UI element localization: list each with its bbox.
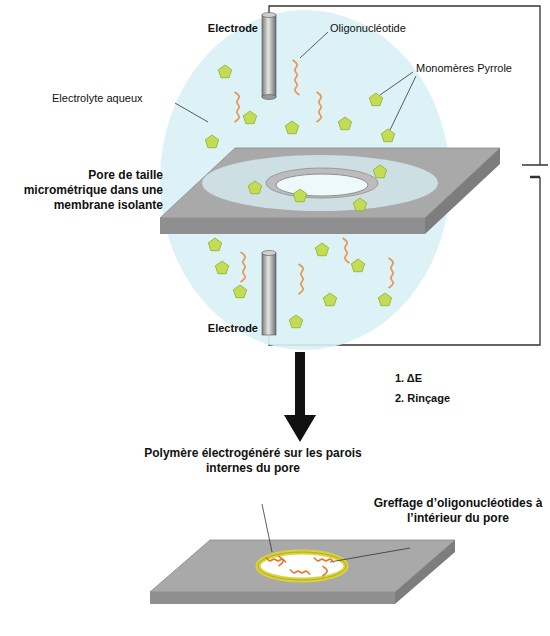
electrode	[262, 253, 276, 335]
pyrrole-monomer	[205, 135, 218, 148]
oligonucleotide	[235, 92, 240, 122]
oligonucleotide	[299, 264, 304, 294]
pyrrole-monomer	[233, 285, 246, 298]
grafted-oligonucleotide	[290, 570, 310, 575]
membrane-side	[425, 148, 500, 234]
electrolyte-film	[202, 155, 438, 211]
leader-line	[380, 72, 413, 95]
electrolyte	[160, 10, 450, 350]
electrode	[262, 15, 276, 97]
step-label: 1. ΔE	[395, 372, 495, 386]
membrane-front	[150, 592, 395, 604]
battery-plate	[522, 164, 548, 166]
pyrrole-monomer	[218, 65, 231, 78]
grafted-oligonucleotide	[314, 558, 334, 563]
callout-label: Oligonucléotide	[330, 22, 440, 36]
grafted-oligonucleotide	[279, 556, 284, 566]
pore	[276, 174, 368, 196]
callout-label: Pore de taille micrométrique dans une me…	[5, 168, 163, 213]
pyrrole-monomer	[373, 165, 386, 178]
battery-plate	[530, 176, 540, 179]
callout-label: Monomères Pyrrole	[416, 62, 536, 76]
leader-line	[330, 548, 410, 562]
electrode-label: Electrode	[196, 22, 258, 36]
pyrrole-monomer	[353, 198, 366, 211]
pyrrole-monomer	[243, 111, 256, 124]
process-arrow	[284, 352, 316, 442]
oligonucleotide	[343, 238, 350, 263]
grafted-oligonucleotide	[323, 566, 328, 576]
polymer-ring-edge	[258, 552, 346, 580]
pyrrole-monomer	[323, 293, 336, 306]
pyrrole-monomer	[351, 259, 364, 272]
oligonucleotide	[317, 92, 322, 122]
oligonucleotide	[293, 60, 300, 95]
pore-rim	[266, 168, 378, 198]
electrode-top	[262, 13, 276, 18]
membrane-side	[395, 540, 455, 604]
electrode-label: Electrode	[196, 322, 258, 336]
pyrrole-monomer	[285, 121, 298, 134]
leader-line	[390, 76, 416, 130]
oligonucleotide	[389, 258, 394, 288]
callout-label: Greffage d’oligonucléotides à l’intérieu…	[372, 496, 544, 526]
leader-line	[175, 103, 208, 122]
membrane-front	[160, 218, 425, 234]
polymer-ring	[258, 552, 346, 580]
electrode-tip	[262, 95, 276, 100]
oligonucleotide	[241, 252, 246, 282]
callout-label: Electrolyte aqueux	[52, 92, 174, 106]
pyrrole-monomer	[208, 238, 221, 251]
pyrrole-monomer	[369, 93, 382, 106]
pyrrole-monomer	[289, 315, 302, 328]
leader-line	[300, 32, 328, 58]
leader-line	[262, 504, 272, 552]
pyrrole-monomer	[381, 129, 394, 142]
electrode-tip	[262, 251, 276, 256]
pyrrole-monomer	[338, 117, 351, 130]
pyrrole-monomer	[215, 261, 228, 274]
callout-label: Polymère électrogénéré sur les parois in…	[128, 446, 378, 476]
pyrrole-monomer	[315, 243, 328, 256]
pyrrole-monomer	[248, 181, 261, 194]
pyrrole-monomer	[293, 189, 306, 202]
step-label: 2. Rinçage	[395, 392, 495, 406]
pyrrole-monomer	[378, 293, 391, 306]
